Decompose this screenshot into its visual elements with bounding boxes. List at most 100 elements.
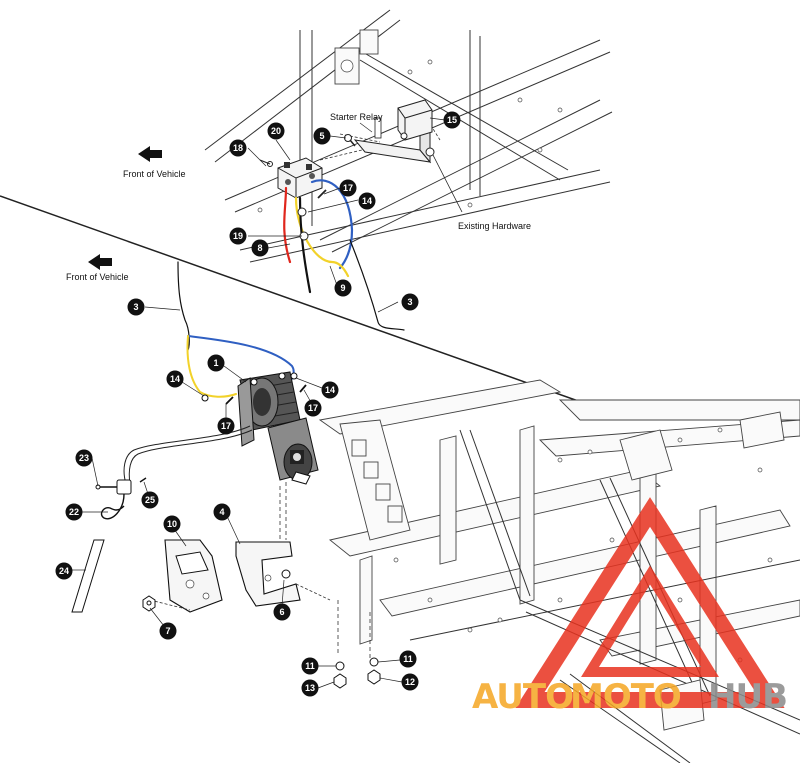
callout-20: 20 — [267, 122, 285, 140]
callout-number: 25 — [145, 495, 155, 505]
callout-badge — [159, 622, 177, 640]
existing-hardware-bolt — [425, 147, 463, 213]
callout-number: 6 — [279, 607, 284, 617]
watermark-logo: AUTO MOTO HUB — [472, 497, 788, 717]
callout-number: 13 — [305, 683, 315, 693]
front-of-vehicle-label-top: Front of Vehicle — [123, 169, 186, 179]
callout-number: 17 — [221, 421, 231, 431]
callout-number: 14 — [170, 374, 180, 384]
callout-badge — [267, 122, 285, 140]
callout-number: 3 — [407, 297, 412, 307]
callout-badge — [229, 227, 247, 245]
top-wires — [283, 179, 405, 331]
callout-15: 15 — [443, 111, 461, 129]
callout-11: 11 — [301, 657, 319, 675]
callout-number: 8 — [257, 243, 262, 253]
callout-23: 23 — [75, 449, 93, 467]
callout-badge — [75, 449, 93, 467]
front-arrow-mid: Front of Vehicle — [66, 254, 129, 282]
callout-badge — [217, 417, 235, 435]
callout-badge — [207, 354, 225, 372]
callout-badge — [401, 673, 419, 691]
callout-badge — [127, 298, 145, 316]
nut-7 — [142, 595, 156, 612]
callout-badge — [313, 127, 331, 145]
existing-hardware-label: Existing Hardware — [458, 221, 531, 231]
callout-13: 13 — [301, 679, 319, 697]
callout-number: 5 — [319, 131, 324, 141]
callout-number: 23 — [79, 453, 89, 463]
callout-badge — [273, 603, 291, 621]
callout-number: 4 — [219, 507, 224, 517]
callout-18: 18 — [229, 139, 247, 157]
callout-6: 6 — [273, 603, 291, 621]
callout-number: 11 — [403, 654, 413, 664]
callout-1: 1 — [207, 354, 225, 372]
callout-badge — [334, 279, 352, 297]
callout-19: 19 — [229, 227, 247, 245]
callout-badge — [229, 139, 247, 157]
front-of-vehicle-label-mid: Front of Vehicle — [66, 272, 129, 282]
callout-badge — [141, 491, 159, 509]
callout-3: 3 — [401, 293, 419, 311]
callout-14: 14 — [358, 192, 376, 210]
callout-badge — [399, 650, 417, 668]
callout-badge — [65, 503, 83, 521]
callout-badge — [304, 399, 322, 417]
callout-10: 10 — [163, 515, 181, 533]
callout-number: 11 — [305, 661, 315, 671]
callout-badge — [55, 562, 73, 580]
callout-9: 9 — [334, 279, 352, 297]
callout-12: 12 — [401, 673, 419, 691]
hook-assembly — [95, 477, 147, 520]
mounting-plate — [235, 482, 331, 607]
callout-badge — [401, 293, 419, 311]
callout-number: 17 — [343, 183, 353, 193]
callout-badge — [251, 239, 269, 257]
callout-3: 3 — [127, 298, 145, 316]
callout-17: 17 — [339, 179, 357, 197]
callout-number: 20 — [271, 126, 281, 136]
callout-number: 14 — [362, 196, 372, 206]
hook-strap — [71, 539, 105, 613]
section-divider — [0, 195, 599, 409]
callout-badge — [339, 179, 357, 197]
callout-number: 17 — [308, 403, 318, 413]
callout-5: 5 — [313, 127, 331, 145]
starter-relay — [397, 99, 433, 141]
callout-badge — [163, 515, 181, 533]
watermark-part2: MOTO — [570, 677, 681, 717]
callout-number: 10 — [167, 519, 177, 529]
callout-24: 24 — [55, 562, 73, 580]
callout-number: 19 — [233, 231, 243, 241]
callout-25: 25 — [141, 491, 159, 509]
callout-number: 24 — [59, 566, 69, 576]
callout-badge — [213, 503, 231, 521]
front-arrow-top: Front of Vehicle — [123, 146, 186, 179]
contactor-assembly — [259, 157, 323, 199]
leader-lines — [72, 117, 446, 689]
callout-badge — [301, 679, 319, 697]
callout-badge — [166, 370, 184, 388]
callout-14: 14 — [166, 370, 184, 388]
winch-fasteners — [201, 372, 307, 405]
callout-number: 9 — [340, 283, 345, 293]
callout-badge — [358, 192, 376, 210]
callout-11: 11 — [399, 650, 417, 668]
watermark-part1: AUTO — [472, 677, 573, 717]
winch-rope — [123, 425, 253, 485]
callout-number: 3 — [133, 302, 138, 312]
callout-number: 22 — [69, 507, 79, 517]
fairlead-bracket — [149, 539, 223, 613]
callout-22: 22 — [65, 503, 83, 521]
callout-badge — [301, 657, 319, 675]
winch — [237, 371, 319, 485]
callout-4: 4 — [213, 503, 231, 521]
callout-number: 18 — [233, 143, 243, 153]
callout-number: 12 — [405, 677, 415, 687]
callout-badge — [321, 381, 339, 399]
callout-8: 8 — [251, 239, 269, 257]
watermark-part3: HUB — [708, 677, 787, 717]
